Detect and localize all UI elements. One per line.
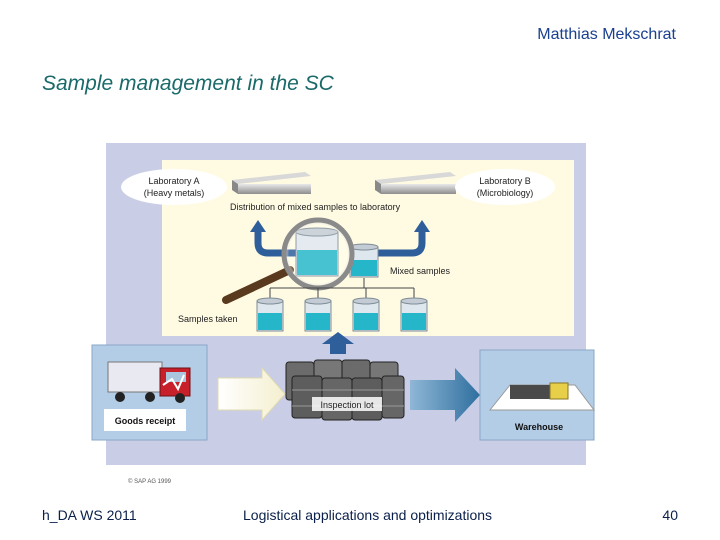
sample-distribution-tree	[269, 278, 415, 298]
arrow-lot-to-warehouse	[410, 368, 480, 422]
inspection-lot-label: Inspection lot	[320, 400, 374, 410]
laboratory-b-bubble	[455, 169, 555, 205]
distribution-label: Distribution of mixed samples to laborat…	[230, 202, 401, 212]
warehouse-label: Warehouse	[515, 422, 563, 432]
warehouse-panel: Warehouse	[479, 349, 596, 441]
mixed-sample-beaker-small	[349, 243, 379, 278]
laboratory-b-sublabel: (Microbiology)	[477, 188, 534, 198]
laboratory-a-label: Laboratory A	[148, 176, 199, 186]
magnifier-handle	[222, 266, 294, 304]
arrow-head-lab-b	[414, 220, 430, 232]
laboratory-b-bench	[375, 172, 456, 194]
sample-beaker-3	[352, 297, 380, 332]
arrow-up-to-samples	[322, 332, 354, 354]
goods-receipt-panel: Goods receipt	[91, 344, 208, 441]
arrow-to-lab-b	[376, 230, 426, 257]
warehouse-barrels	[510, 385, 550, 399]
goods-receipt-label: Goods receipt	[115, 416, 176, 426]
arrow-receipt-to-lot	[217, 366, 286, 422]
laboratory-a-bubble	[121, 169, 227, 205]
inspection-lot-tag	[312, 397, 382, 411]
copyright-text: SAP AG 1999	[134, 479, 172, 485]
footer-course: h_DA WS 2011	[42, 507, 137, 523]
samples-taken-label: Samples taken	[178, 314, 238, 324]
sample-beaker-1	[256, 297, 284, 332]
warehouse-crates	[549, 382, 569, 400]
laboratory-a-sublabel: (Heavy metals)	[144, 188, 205, 198]
author-name: Matthias Mekschrat	[537, 26, 676, 43]
arrow-to-lab-a	[254, 230, 300, 257]
laboratory-b-label: Laboratory B	[479, 176, 531, 186]
magnifier-lens	[281, 217, 355, 291]
footer-topic: Logistical applications and optimization…	[243, 507, 493, 523]
page-number: 40	[662, 507, 678, 523]
sample-beaker-2	[304, 297, 332, 332]
laboratory-a-bench	[232, 172, 311, 194]
slide-title: Sample management in the SC	[42, 72, 334, 95]
copyright-symbol: ©	[128, 478, 134, 485]
truck-trailer	[107, 361, 163, 393]
copyright-label: © SAP AG 1999	[128, 478, 172, 485]
mixed-samples-label: Mixed samples	[390, 266, 451, 276]
arrow-head-lab-a	[250, 220, 266, 232]
sample-beaker-4	[400, 297, 428, 332]
